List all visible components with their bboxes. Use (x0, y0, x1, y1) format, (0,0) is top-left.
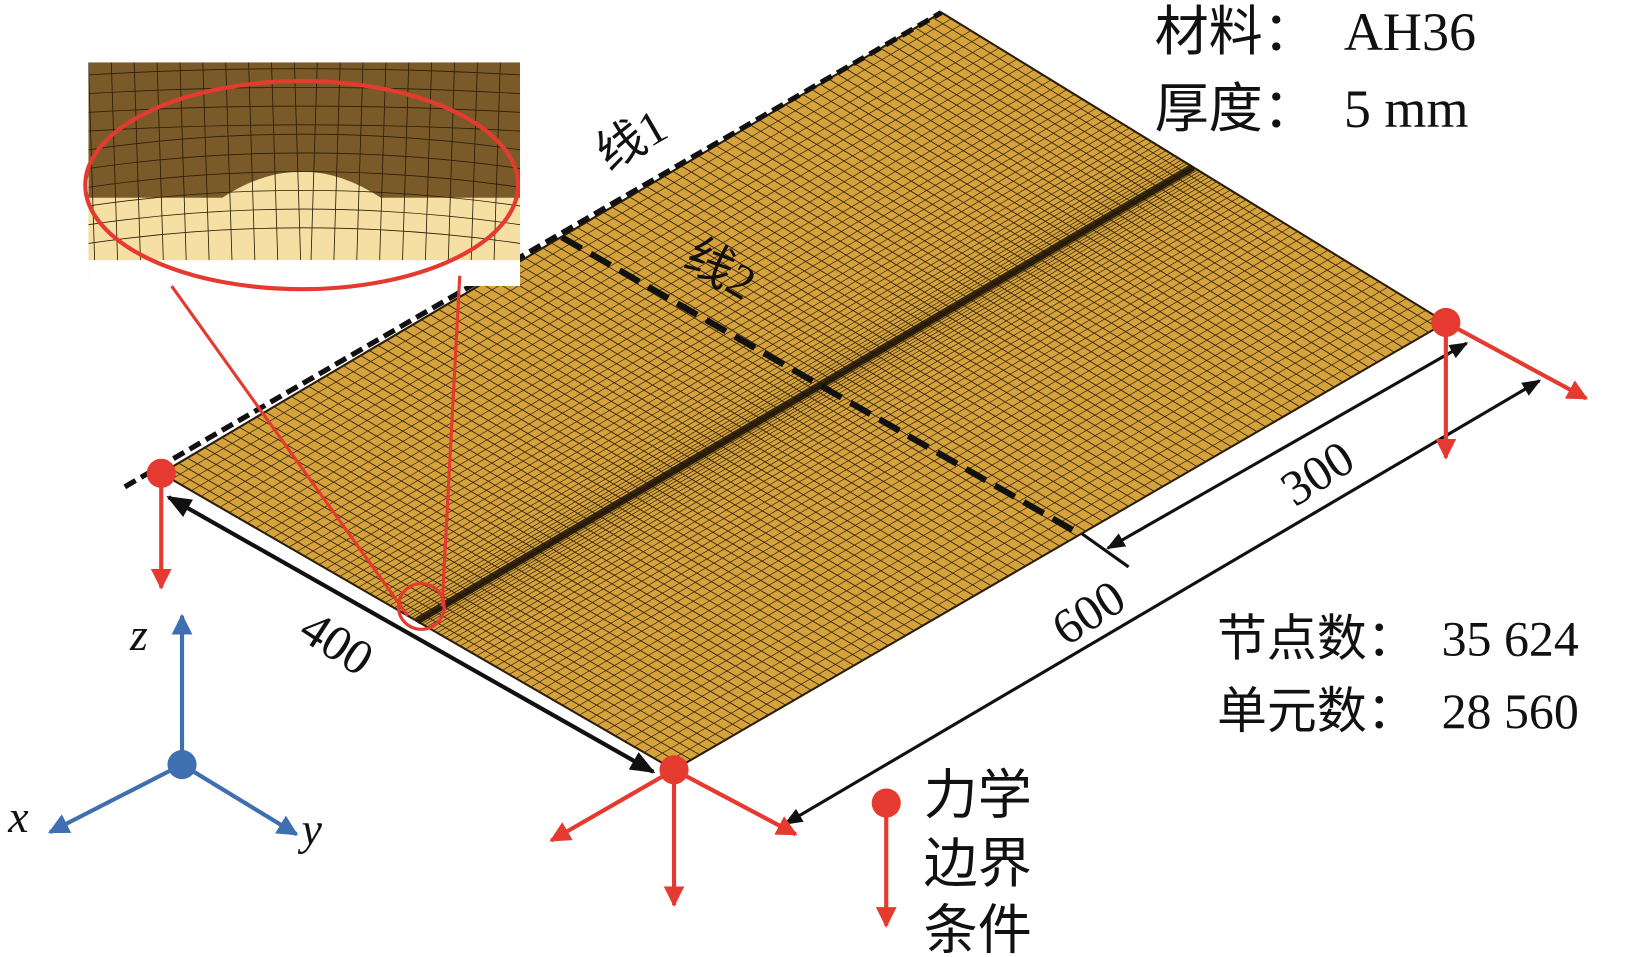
y-axis (180, 762, 299, 837)
svg-text:600: 600 (1042, 569, 1135, 656)
z-axis-label: z (129, 609, 148, 660)
weld-detail-inset (83, 62, 521, 631)
zoom-ellipse (83, 79, 521, 292)
svg-text:边界: 边界 (924, 834, 1032, 894)
material-label: 材料： AH36 (1155, 2, 1476, 62)
line-1-label: 线1 (588, 99, 677, 181)
svg-text:力学: 力学 (924, 765, 1032, 825)
coordinate-axes (48, 613, 299, 837)
thickness-label: 厚度： 5 mm (1155, 79, 1469, 139)
line-1-dashed (123, 10, 943, 490)
x-axis-label: x (7, 791, 28, 842)
element-count: 单元数： 28 560 (1217, 684, 1579, 739)
x-axis (48, 762, 183, 835)
y-axis-label: y (298, 804, 323, 855)
svg-text:条件: 条件 (924, 901, 1032, 957)
svg-text:300: 300 (1271, 430, 1364, 517)
constraint-bottom (549, 755, 798, 908)
legend: 力学 边界 条件 (871, 765, 1032, 957)
node-count: 节点数： 35 624 (1217, 611, 1579, 666)
constraint-right (1431, 307, 1589, 460)
legend-constraint-icon (871, 788, 901, 928)
constraint-left (146, 458, 176, 590)
